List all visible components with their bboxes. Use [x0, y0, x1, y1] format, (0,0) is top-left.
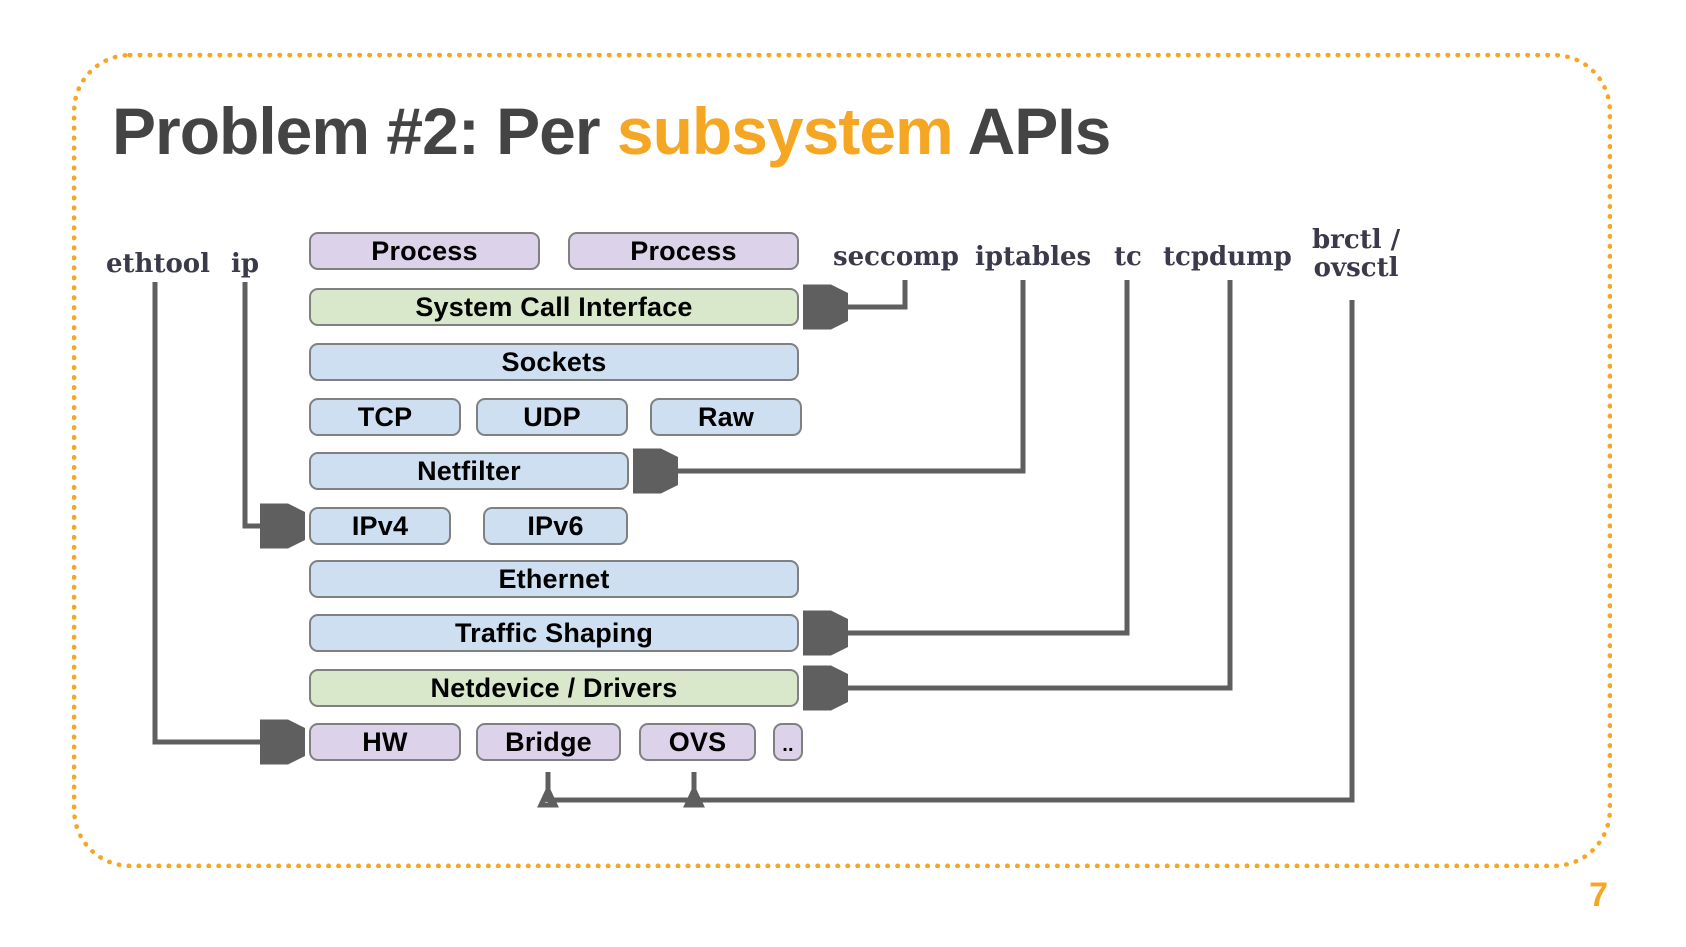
- tool-label-ip: ip: [231, 249, 260, 279]
- tool-label-seccomp: seccomp: [833, 242, 959, 272]
- stack-box-bridge: Bridge: [476, 723, 621, 761]
- title-highlight: subsystem: [616, 94, 954, 168]
- page-title: Problem #2: Per subsystem APIs: [112, 93, 1112, 169]
- wire-seccomp-to-syscall: [808, 280, 908, 307]
- wire-bridge-arrowhead: [537, 784, 559, 808]
- wire-tcpdump-to-netdevice: [808, 280, 1233, 688]
- title-prefix: Problem #2: Per: [112, 94, 617, 168]
- wire-ip-to-ipv4: [242, 282, 300, 526]
- page-number: 7: [1589, 876, 1608, 914]
- stack-box-netfilter: Netfilter: [309, 452, 629, 490]
- stack-box-ipv4: IPv4: [309, 507, 451, 545]
- stack-box-ovs: OVS: [639, 723, 756, 761]
- stack-box-udp: UDP: [476, 398, 628, 436]
- stack-box-netdevice-drivers: Netdevice / Drivers: [309, 669, 799, 707]
- wire-ethtool-to-hw: [152, 282, 300, 742]
- stack-box-process-1: Process: [309, 232, 540, 270]
- stack-box-system-call-interface: System Call Interface: [309, 288, 799, 326]
- stack-box-ellipsis: ..: [773, 723, 803, 761]
- stack-box-ipv6: IPv6: [483, 507, 628, 545]
- tool-label-brctl-ovsctl: brctl / ovsctl: [1312, 225, 1401, 284]
- title-suffix: APIs: [952, 94, 1112, 168]
- stack-box-hw: HW: [309, 723, 461, 761]
- tool-label-tc: tc: [1114, 242, 1142, 272]
- tool-label-ethtool: ethtool: [106, 249, 211, 279]
- stack-box-sockets: Sockets: [309, 343, 799, 381]
- stack-box-raw: Raw: [650, 398, 802, 436]
- stack-box-traffic-shaping: Traffic Shaping: [309, 614, 799, 652]
- wire-ovs-arrowhead: [683, 784, 705, 808]
- tool-label-tcpdump: tcpdump: [1163, 242, 1292, 272]
- stack-box-ethernet: Ethernet: [309, 560, 799, 598]
- stack-box-tcp: TCP: [309, 398, 461, 436]
- stack-box-process-2: Process: [568, 232, 799, 270]
- tool-label-iptables: iptables: [975, 242, 1092, 272]
- wire-tc-to-traffic-shaping: [808, 280, 1130, 633]
- slide-dotted-border: [72, 53, 1612, 868]
